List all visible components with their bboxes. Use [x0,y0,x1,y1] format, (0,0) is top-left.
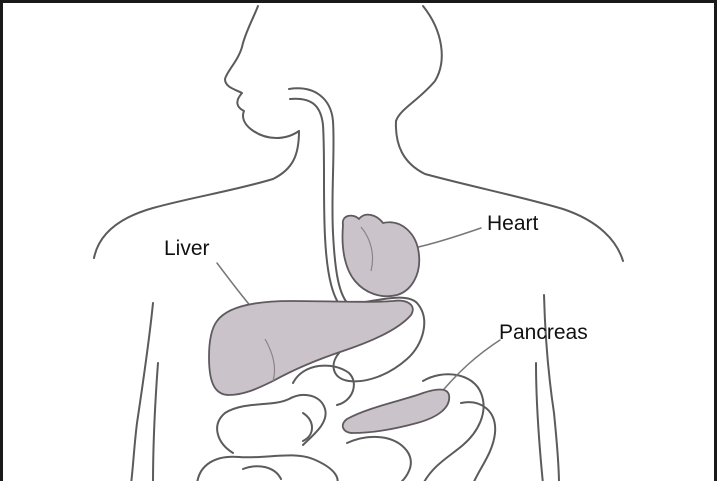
head-back-outline [396,6,442,121]
left-torso-outline [131,303,153,481]
intestine-loop-7 [243,466,281,479]
left-arm-outline [153,363,158,481]
intestine-loop-1 [217,395,325,453]
intestine-loop-2 [293,366,354,405]
pancreas-organ [343,390,449,434]
right-arm-outline [536,363,543,481]
anatomy-illustration [3,3,717,481]
esophagus-left-wall [289,88,349,305]
right-shoulder-outline [396,121,623,261]
pancreas-label: Pancreas [499,321,588,345]
intestine-loop-5 [347,437,411,481]
heart-label: Heart [487,212,538,236]
heart-organ [343,215,420,297]
liver-label: Liver [164,237,210,261]
pancreas-leader-line [439,340,500,395]
head-outline [225,6,299,138]
liver-organ [209,301,413,395]
liver-leader-line [217,263,253,309]
